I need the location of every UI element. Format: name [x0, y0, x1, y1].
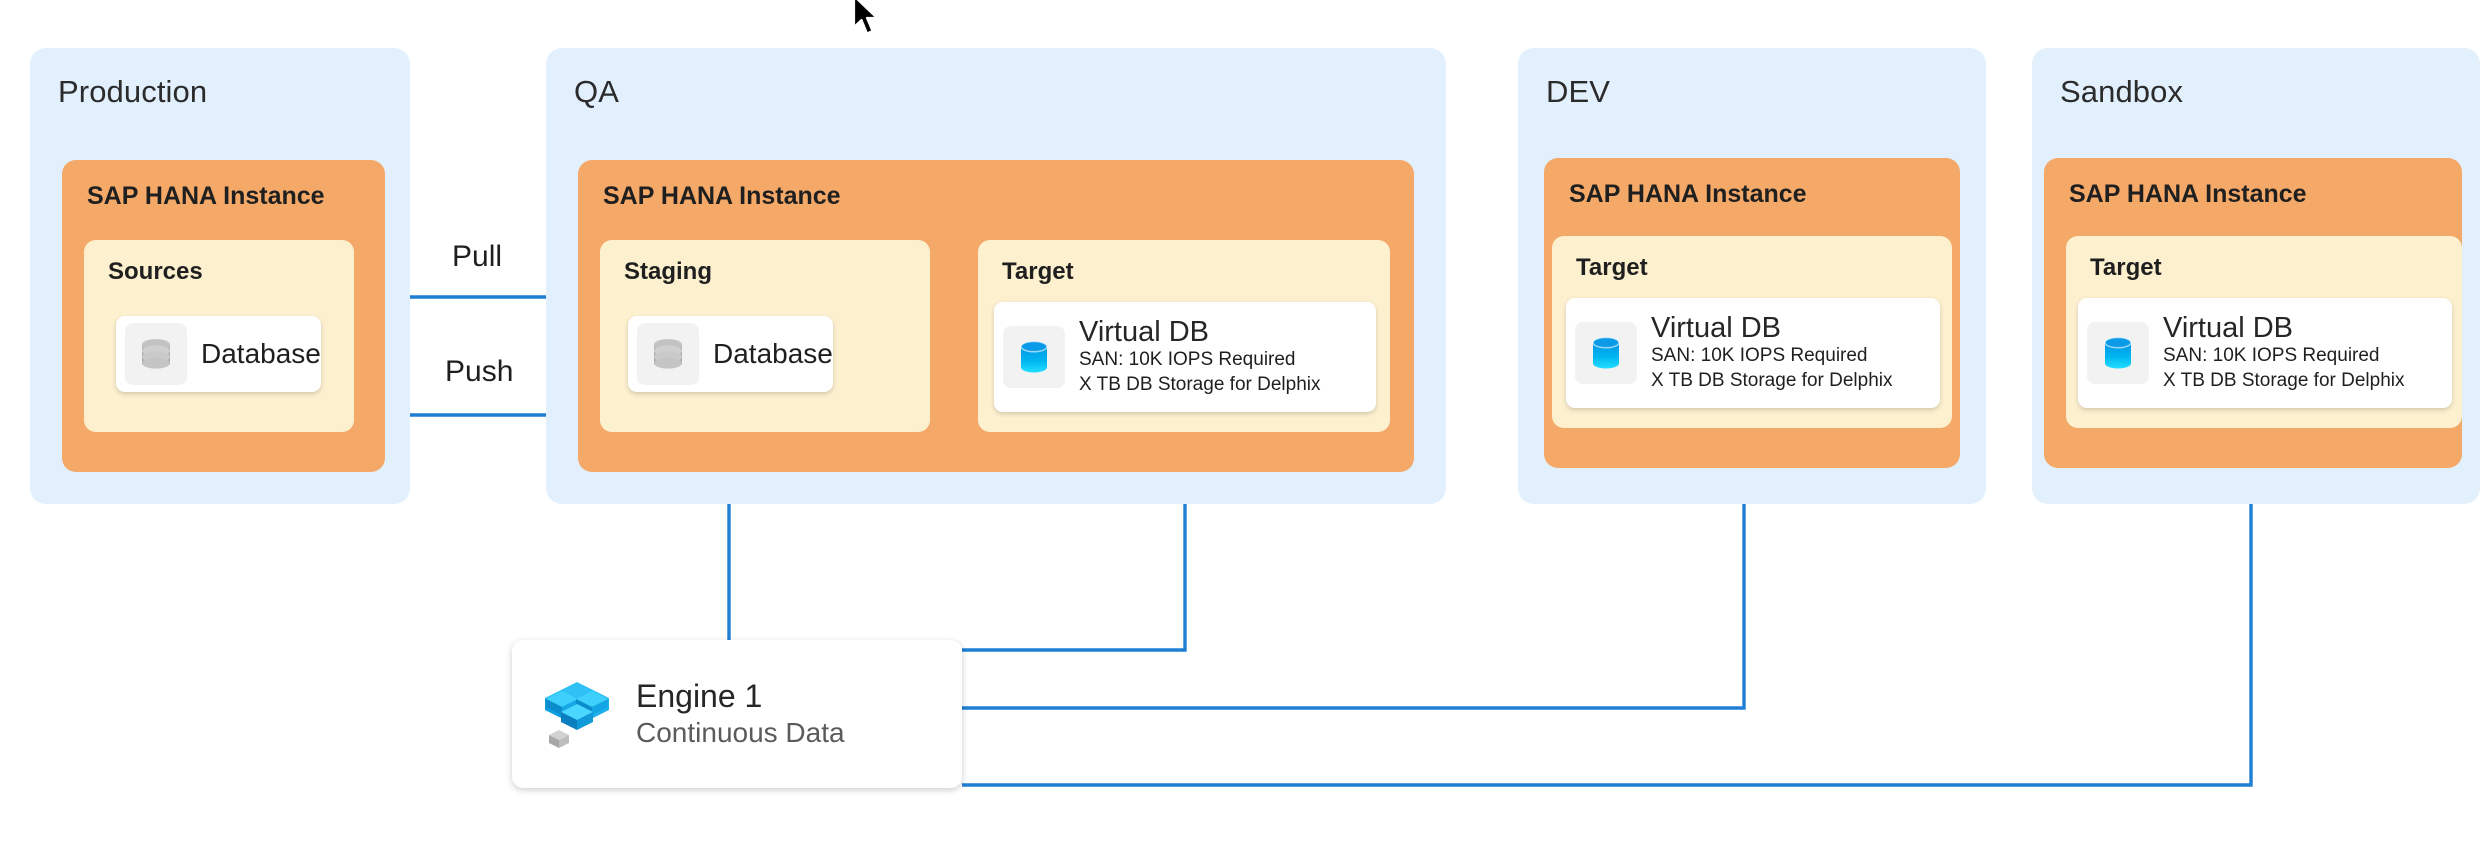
engine-text: Engine 1 Continuous Data — [636, 677, 845, 750]
hana-instance-sandbox[interactable]: SAP HANA Instance Target — [2044, 158, 2462, 468]
card-virtual-db-qa[interactable]: Virtual DB SAN: 10K IOPS Required X TB D… — [994, 302, 1376, 412]
card-subtitle-storage: X TB DB Storage for Delphix — [1079, 374, 1321, 396]
group-target-dev[interactable]: Target — [1552, 236, 1952, 428]
hana-instance-production[interactable]: SAP HANA Instance Sources — [62, 160, 385, 472]
flow-label-pull: Pull — [452, 240, 503, 273]
group-title-target: Target — [1002, 258, 1074, 285]
card-title: Virtual DB — [1651, 311, 1782, 344]
card-title: Database — [713, 338, 833, 369]
hana-instance-label: SAP HANA Instance — [1569, 180, 1807, 208]
card-virtual-db-sandbox[interactable]: Virtual DB SAN: 10K IOPS Required X TB D… — [2078, 298, 2452, 408]
group-title-target: Target — [1576, 254, 1648, 281]
engine-card[interactable]: Engine 1 Continuous Data — [512, 640, 962, 788]
card-text: Database — [713, 338, 833, 370]
hana-instance-dev[interactable]: SAP HANA Instance Target — [1544, 158, 1960, 468]
card-title: Database — [201, 338, 321, 369]
card-subtitle-san: SAN: 10K IOPS Required — [2163, 345, 2380, 367]
group-title-sources: Sources — [108, 258, 203, 285]
card-text: Database — [201, 338, 321, 370]
environment-sandbox[interactable]: Sandbox SAP HANA Instance Target — [2032, 48, 2480, 504]
card-subtitle-storage: X TB DB Storage for Delphix — [2163, 370, 2405, 392]
hana-instance-qa[interactable]: SAP HANA Instance Staging — [578, 160, 1414, 472]
database-icon — [637, 323, 699, 385]
card-title: Virtual DB — [1079, 315, 1210, 348]
environment-dev[interactable]: DEV SAP HANA Instance Target — [1518, 48, 1986, 504]
card-subtitle-storage: X TB DB Storage for Delphix — [1651, 370, 1893, 392]
virtual-db-icon — [2087, 322, 2149, 384]
environment-title-dev: DEV — [1546, 74, 1611, 109]
engine-cubes-icon — [534, 671, 620, 757]
hana-instance-label: SAP HANA Instance — [603, 182, 841, 210]
environment-production[interactable]: Production SAP HANA Instance Sources — [30, 48, 410, 504]
virtual-db-icon — [1003, 326, 1065, 388]
environment-title-sandbox: Sandbox — [2060, 74, 2184, 109]
card-text: Virtual DB SAN: 10K IOPS Required X TB D… — [1651, 311, 1893, 394]
environment-title-production: Production — [58, 74, 208, 109]
database-icon — [125, 323, 187, 385]
group-target-qa[interactable]: Target — [978, 240, 1390, 432]
card-title: Virtual DB — [2163, 311, 2294, 344]
engine-subtitle: Continuous Data — [636, 717, 845, 749]
card-subtitle-san: SAN: 10K IOPS Required — [1651, 345, 1868, 367]
group-title-staging: Staging — [624, 258, 712, 285]
environment-title-qa: QA — [574, 74, 619, 109]
environment-qa[interactable]: QA SAP HANA Instance Staging — [546, 48, 1446, 504]
card-subtitle-san: SAN: 10K IOPS Required — [1079, 349, 1296, 371]
card-text: Virtual DB SAN: 10K IOPS Required X TB D… — [2163, 311, 2405, 394]
group-target-sandbox[interactable]: Target — [2066, 236, 2462, 428]
card-database-qa-staging[interactable]: Database — [628, 316, 853, 412]
group-sources[interactable]: Sources — [84, 240, 354, 432]
group-title-target: Target — [2090, 254, 2162, 281]
group-staging[interactable]: Staging — [600, 240, 930, 432]
virtual-db-icon — [1575, 322, 1637, 384]
card-database-production[interactable]: Database — [116, 316, 341, 412]
flow-label-push: Push — [445, 355, 514, 388]
card-text: Virtual DB SAN: 10K IOPS Required X TB D… — [1079, 315, 1321, 398]
hana-instance-label: SAP HANA Instance — [2069, 180, 2307, 208]
mouse-pointer-icon — [852, 0, 879, 35]
card-virtual-db-dev[interactable]: Virtual DB SAN: 10K IOPS Required X TB D… — [1566, 298, 1940, 408]
hana-instance-label: SAP HANA Instance — [87, 182, 325, 210]
engine-name: Engine 1 — [636, 678, 763, 715]
